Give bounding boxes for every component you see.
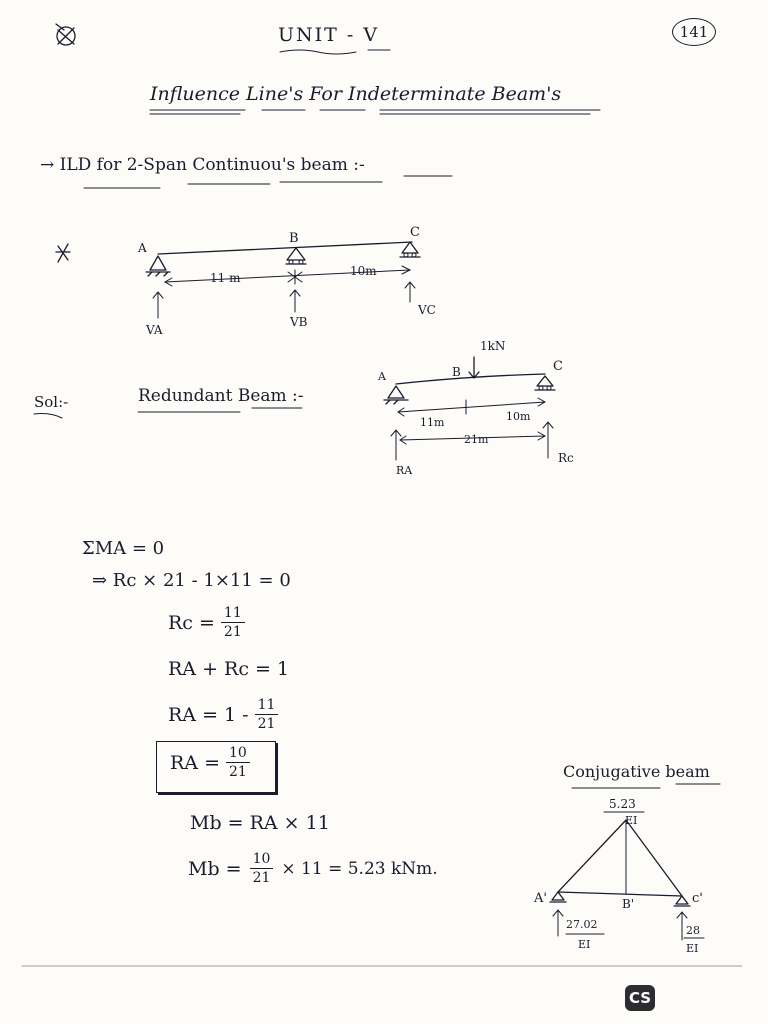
redundant-span-ab-label: 11m: [420, 416, 445, 429]
conjugate-beam-title: Conjugative beam: [563, 762, 710, 781]
reaction-ra-label: RA: [396, 464, 413, 477]
equation-rc: Rc = 11 21: [168, 606, 245, 639]
conjugate-right-reaction-numerator: 28: [686, 924, 700, 937]
equation-reaction-sum: RA + Rc = 1: [168, 658, 290, 680]
support-c-icon: [399, 241, 421, 258]
equation-ra-step: RA = 1 - 11 21: [168, 698, 279, 732]
equation-mb-value-lhs: Mb =: [188, 857, 242, 880]
page-number: 141: [672, 18, 716, 46]
dimension-line: [164, 269, 411, 283]
continuous-support-b-label: B: [289, 231, 299, 246]
equation-ra-step-fraction: 11 21: [254, 698, 279, 732]
equation-rc-denominator: 21: [223, 624, 242, 640]
conjugate-left-reaction-numerator: 27.02: [566, 918, 598, 931]
page-title: Influence Line's For Indeterminate Beam'…: [150, 83, 562, 105]
redundant-point-b-label: B: [452, 365, 461, 379]
reaction-rc-label: Rc: [558, 451, 574, 465]
solution-label: Sol:-: [34, 393, 69, 411]
support-b-icon: [285, 247, 307, 265]
continuous-beam-line: [157, 241, 413, 255]
equation-ra-step-lhs: RA = 1 -: [168, 703, 249, 726]
equation-mb-value: Mb = 10 21 × 11 = 5.23 kNm.: [188, 852, 438, 885]
equation-ra-result-denominator: 21: [229, 764, 247, 780]
reaction-vc-label: VC: [417, 303, 436, 317]
ra-result-box: [156, 741, 276, 793]
section-heading: → ILD for 2-Span Continuou's beam :-: [40, 155, 365, 175]
equation-mb-value-fraction: 10 21: [249, 852, 274, 886]
equation-rc-numerator: 11: [220, 606, 245, 623]
conjugate-moment-triangle: [557, 819, 683, 897]
span-bc-label: 10m: [350, 264, 377, 278]
redundant-support-c-label: C: [553, 359, 563, 374]
reaction-va-label: VA: [145, 323, 163, 337]
scanner-logo: CS: [625, 985, 655, 1011]
equation-mb-value-numerator: 10: [249, 852, 274, 869]
equation-rc-lhs: Rc =: [168, 611, 215, 634]
reaction-vb-label: VB: [289, 315, 308, 329]
unit-heading: UNIT - V: [278, 24, 380, 46]
continuous-support-c-label: C: [410, 225, 420, 240]
redundant-support-a-icon: [383, 385, 409, 405]
unit-load-arrow: [468, 356, 480, 379]
redundant-total-span-label: 21m: [464, 433, 489, 446]
conjugate-support-a-icon: [549, 891, 567, 903]
conjugate-mid-label: B': [622, 897, 634, 911]
redundant-span-bc-label: 10m: [506, 410, 531, 423]
unit-load-label: 1kN: [480, 339, 505, 353]
equation-ra-result: RA = 10 21: [170, 746, 250, 779]
redundant-support-c-icon: [534, 375, 556, 391]
redundant-support-a-label: A: [377, 370, 387, 383]
equation-ra-result-numerator: 10: [226, 746, 250, 763]
conjugate-right-reaction-denominator: EI: [686, 942, 698, 955]
corner-doodle-icon: [55, 23, 76, 46]
equation-moment-balance: ⇒ Rc × 21 - 1×11 = 0: [92, 570, 291, 591]
bullet-doodle-icon: [55, 243, 71, 263]
equation-mb-value-rhs: × 11 = 5.23 kNm.: [281, 858, 438, 879]
conjugate-left-reaction-denominator: EI: [578, 938, 590, 951]
span-ab-label: 11 m: [210, 271, 241, 285]
support-a-icon: [145, 255, 171, 277]
equation-mb-definition: Mb = RA × 11: [190, 812, 330, 834]
equation-ra-step-numerator: 11: [254, 698, 279, 715]
equation-ra-result-lhs: RA =: [170, 751, 220, 774]
conjugate-peak-denominator: EI: [625, 814, 637, 827]
conjugate-support-c-icon: [673, 895, 691, 907]
equation-rc-fraction: 11 21: [220, 606, 245, 640]
redundant-beam-line: [395, 373, 546, 385]
continuous-support-a-label: A: [137, 241, 147, 255]
equation-ra-result-fraction: 10 21: [226, 746, 250, 779]
equation-sum-moments: ΣMA = 0: [82, 538, 165, 559]
conjugate-beam-baseline: [557, 891, 683, 897]
conjugate-right-label: c': [692, 891, 703, 906]
conjugate-left-label: A': [533, 891, 547, 906]
equation-mb-value-denominator: 21: [252, 870, 271, 886]
conjugate-peak-numerator: 5.23: [609, 797, 636, 811]
redundant-beam-title: Redundant Beam :-: [138, 386, 304, 406]
equation-ra-step-denominator: 21: [257, 716, 276, 732]
